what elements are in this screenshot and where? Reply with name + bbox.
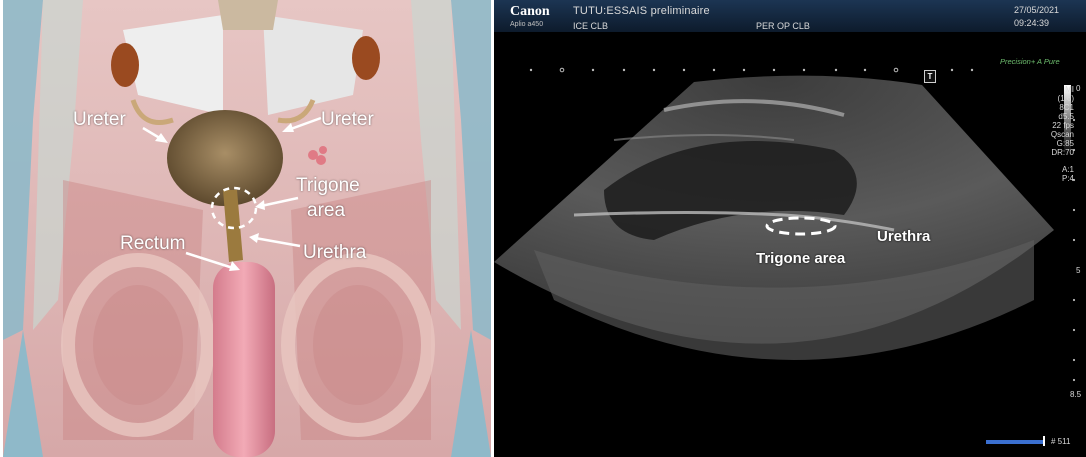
param-mi-value: (1.6) — [1036, 94, 1074, 103]
trigone-label-line1: Trigone — [296, 175, 360, 196]
pelvis-anatomy-image — [3, 0, 491, 457]
ultrasound-scan — [494, 0, 1086, 457]
operator-label: PER OP CLB — [756, 21, 810, 31]
param-fps: 22 fps — [1036, 121, 1074, 130]
brand-logo: Canon — [510, 4, 550, 20]
exam-time: 09:24:39 — [1014, 18, 1049, 28]
frame-counter: # 511 — [1051, 437, 1070, 446]
trigone-label-line2: area — [307, 200, 345, 221]
t-marker-icon: T — [924, 70, 936, 83]
anatomy-illustration: Ureter Ureter Trigone area Rectum Urethr… — [3, 0, 491, 457]
urethra-label: Urethra — [303, 242, 366, 263]
param-p: P:4 — [1036, 174, 1074, 183]
probe-label: ICE CLB — [573, 21, 608, 31]
rectum-label: Rectum — [120, 233, 185, 254]
depth-mark-5: 5 — [1076, 266, 1080, 275]
ultrasound-image: Canon Aplio a450 TUTU:ESSAIS preliminair… — [494, 0, 1086, 457]
param-dynamic-range: DR:70 — [1036, 148, 1074, 157]
scan-parameters: MI (1.6) 8C1 d5.5 22 fps Qscan G:85 DR:7… — [1036, 85, 1074, 183]
param-depth: d5.5 — [1036, 112, 1074, 121]
trigone-area-label: Trigone area — [756, 250, 845, 267]
param-a: A:1 — [1036, 165, 1074, 174]
precision-mode: Precision+ A Pure — [1000, 57, 1060, 66]
param-mode: Qscan — [1036, 130, 1074, 139]
exam-date: 27/05/2021 — [1014, 5, 1059, 15]
study-title: TUTU:ESSAIS preliminaire — [573, 5, 710, 17]
device-model: Aplio a450 — [510, 21, 543, 28]
depth-mark-0: 0 — [1076, 84, 1080, 93]
ureter-right-label: Ureter — [321, 109, 374, 130]
param-mi: MI — [1036, 85, 1074, 94]
ureter-left-label: Ureter — [73, 109, 126, 130]
param-transducer: 8C1 — [1036, 103, 1074, 112]
param-gain: G:85 — [1036, 139, 1074, 148]
urethra-label: Urethra — [877, 228, 930, 245]
depth-mark-end: 8.5 — [1070, 390, 1081, 399]
